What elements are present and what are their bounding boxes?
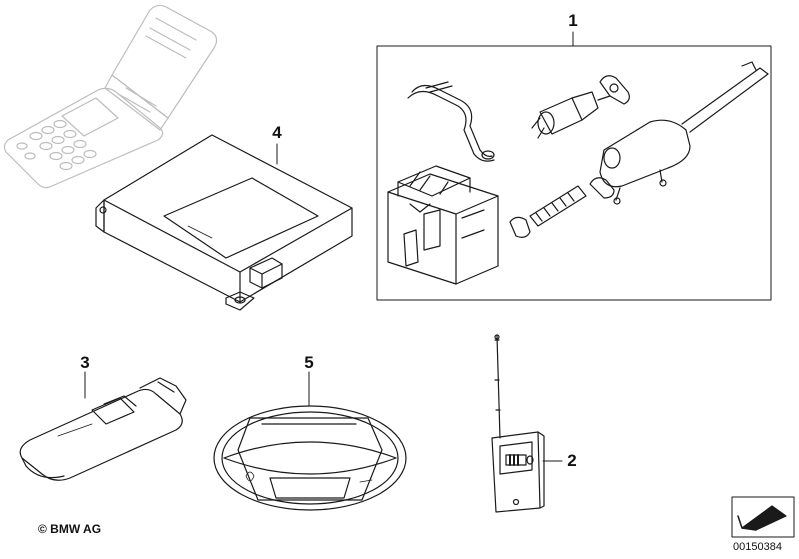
document-number: 00150384 (733, 541, 782, 553)
mobile-phone-icon (3, 4, 218, 189)
fuel-pump-icon (531, 91, 611, 139)
callout-4: 4 (272, 123, 282, 142)
oval-emblem-icon (213, 405, 407, 511)
part-1-frame (376, 45, 772, 301)
callout-1: 1 (568, 11, 577, 30)
exhaust-pipe-icon (509, 177, 615, 238)
pipe-clamp-icon (599, 75, 630, 105)
fuel-hose-icon (407, 81, 495, 162)
remote-key-transmitter-icon (19, 377, 187, 481)
remote-receiver-with-antenna-icon (491, 334, 545, 513)
heater-unit-icon (387, 165, 499, 285)
callout-3: 3 (80, 353, 89, 372)
orientation-arrow-icon (731, 496, 795, 538)
control-unit-icon (95, 134, 353, 311)
exhaust-silencer-icon (599, 61, 769, 205)
leader-lines (84, 31, 574, 462)
callout-5: 5 (304, 353, 313, 372)
callout-2: 2 (567, 451, 576, 470)
copyright-text: © BMW AG (38, 522, 102, 536)
